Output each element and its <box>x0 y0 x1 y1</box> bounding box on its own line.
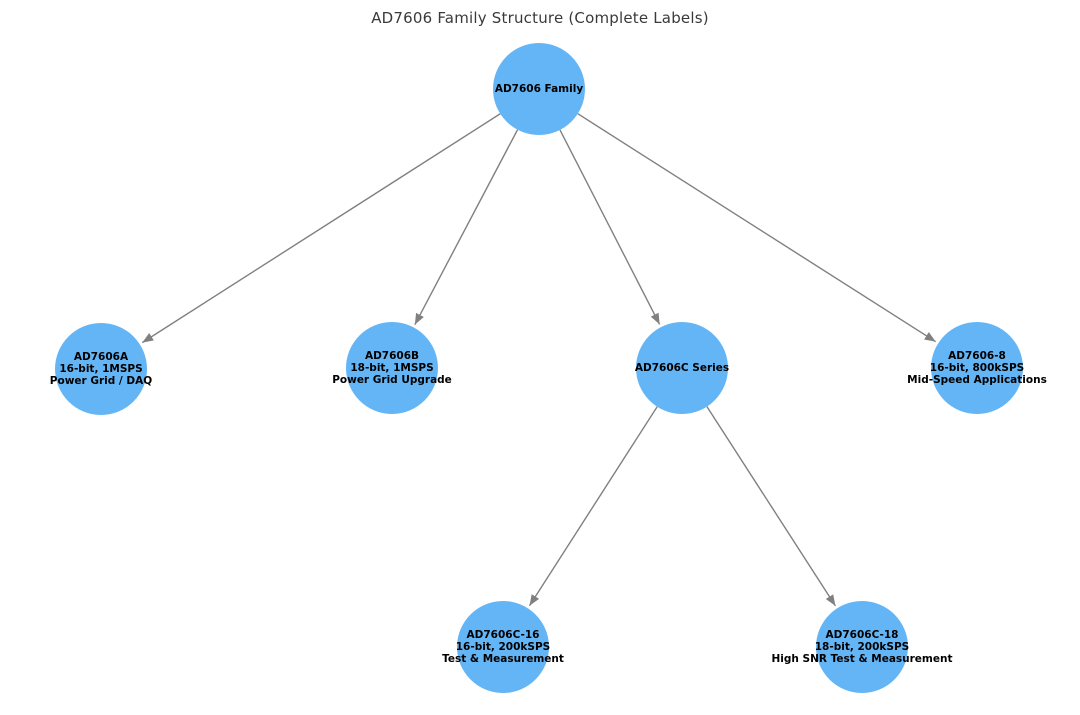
node-label-line: AD7606C-16 <box>466 629 540 641</box>
node-label-line: 16-bit, 800kSPS <box>929 362 1025 374</box>
node-circle-ad7606c_16 <box>457 601 549 693</box>
node-label-line: AD7606-8 <box>948 350 1006 362</box>
node-circle-ad7606c_18 <box>816 601 908 693</box>
node-circle-ad7606_8 <box>931 322 1023 414</box>
node-label-line: 18-bit, 1MSPS <box>350 362 434 374</box>
node-label-line: Power Grid Upgrade <box>332 374 452 386</box>
edge-ad7606c-ad7606c_16 <box>528 406 658 607</box>
edge-ad7606c-ad7606c_18 <box>706 406 837 607</box>
node-label-line: High SNR Test & Measurement <box>771 653 953 665</box>
node-label-line: Test & Measurement <box>442 653 564 665</box>
edge-family-ad7606a <box>141 113 501 344</box>
node-circle-ad7606c <box>636 322 728 414</box>
node-label-line: AD7606B <box>364 350 420 362</box>
node-label-line: Power Grid / DAQ <box>49 375 153 387</box>
node-circle-ad7606a <box>55 323 147 415</box>
node-label-line: 18-bit, 200kSPS <box>814 641 910 653</box>
node-label-line: AD7606C-18 <box>825 629 899 641</box>
node-label-line: 16-bit, 1MSPS <box>59 363 143 375</box>
edge-family-ad7606_8 <box>577 113 937 343</box>
node-label-line: AD7606 Family <box>494 83 584 95</box>
diagram-title: AD7606 Family Structure (Complete Labels… <box>371 9 709 27</box>
node-circle-family <box>493 43 585 135</box>
node-circle-ad7606b <box>346 322 438 414</box>
edge-family-ad7606b <box>414 129 519 325</box>
node-label-line: AD7606C Series <box>634 362 730 374</box>
node-label-line: 16-bit, 200kSPS <box>455 641 551 653</box>
node-label-line: Mid-Speed Applications <box>907 374 1047 386</box>
node-label-line: AD7606A <box>73 351 129 363</box>
node-label-ad7606c: AD7606C Series <box>635 362 729 374</box>
edge-family-ad7606c <box>559 129 661 325</box>
node-label-family: AD7606 Family <box>495 83 583 95</box>
